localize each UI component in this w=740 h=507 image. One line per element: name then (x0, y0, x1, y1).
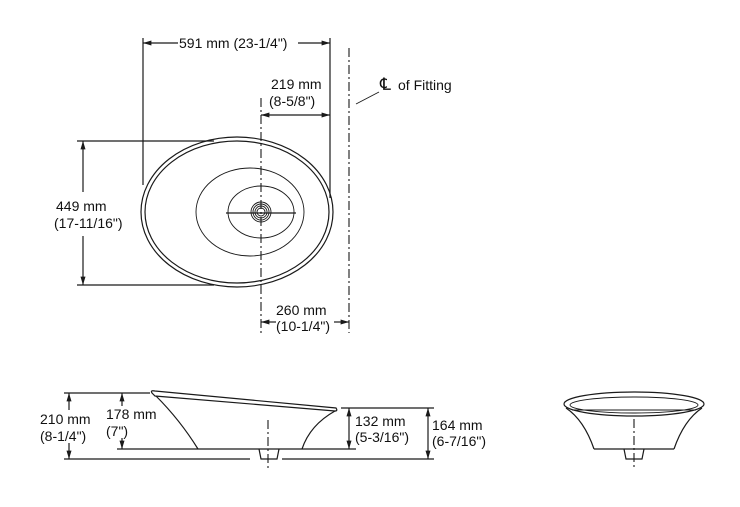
drain-to-edge-in: (8-5/8") (269, 93, 315, 109)
sink-outer-rim (140, 136, 334, 288)
side-drain-stub (258, 448, 280, 460)
end-rim-inner (569, 396, 699, 414)
overall-height-mm: 210 mm (40, 411, 91, 427)
side-view: 210 mm (8-1/4") 178 mm (7") 132 mm (5-3/… (40, 390, 486, 468)
bowl-height-high-mm: 178 mm (106, 406, 157, 422)
side-left-wall (155, 395, 199, 450)
height-low-end-mm: 164 mm (432, 417, 483, 433)
width-mm: 449 mm (56, 198, 107, 214)
bowl-height-high-in: (7") (106, 423, 128, 439)
centerline-text: of Fitting (398, 77, 452, 93)
end-rim-outer (563, 391, 705, 417)
top-view: 591 mm (23-1/4") 219 mm (8-5/8") ℄ of Fi… (54, 35, 452, 334)
centerline-symbol: ℄ (379, 75, 391, 94)
side-right-wall (301, 410, 336, 450)
sink-inner-rim (144, 140, 330, 284)
end-view (563, 391, 705, 470)
overall-height-in: (8-1/4") (40, 428, 86, 444)
basin-slope-outer (195, 167, 305, 257)
bowl-height-low-mm: 132 mm (355, 413, 406, 429)
height-low-end-in: (6-7/16") (432, 433, 486, 449)
bowl-height-low-in: (5-3/16") (355, 429, 409, 445)
drain-to-edge-mm: 219 mm (271, 76, 322, 92)
overall-length-label: 591 mm (23-1/4") (179, 35, 287, 51)
drain-to-fitting-mm: 260 mm (276, 302, 327, 318)
end-left-wall (565, 407, 595, 450)
end-right-wall (673, 407, 703, 450)
width-in: (17-11/16") (54, 215, 123, 231)
side-rim (150, 390, 338, 412)
centerline-leader (355, 91, 380, 105)
drain-to-fitting-in: (10-1/4") (276, 318, 330, 334)
